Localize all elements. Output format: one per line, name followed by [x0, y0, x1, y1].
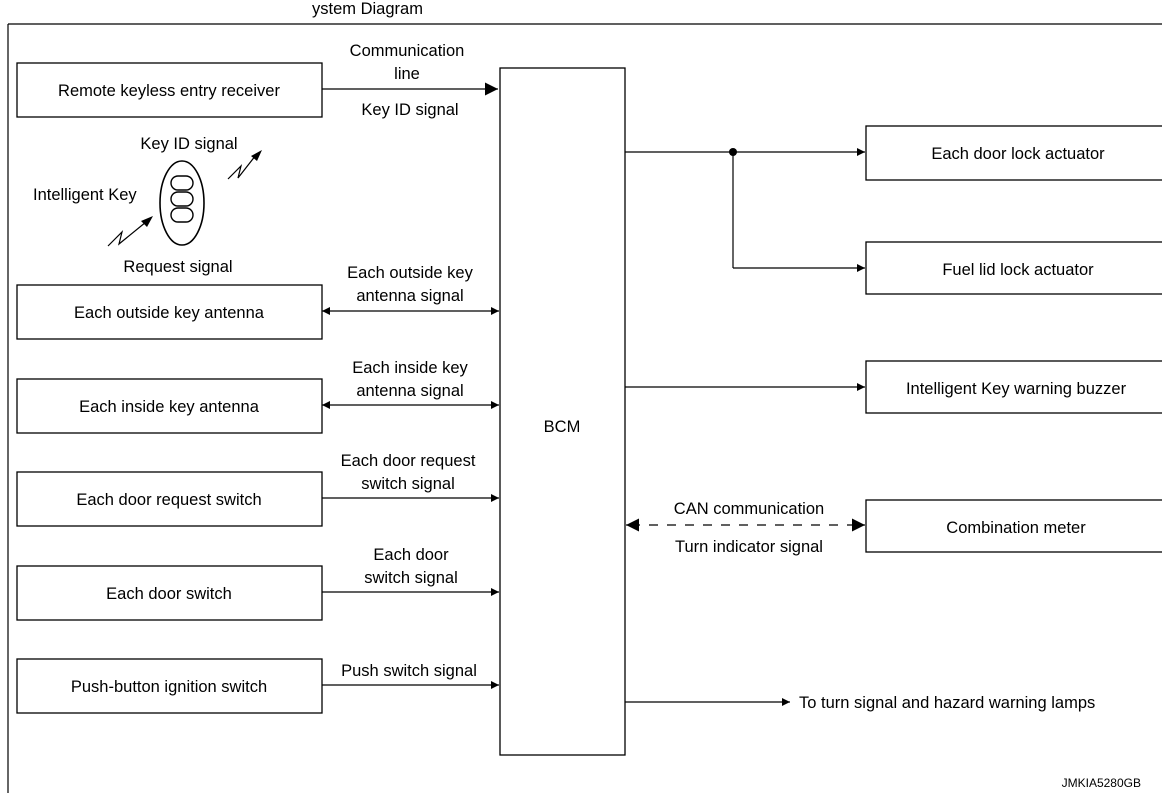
signal-label: Communication — [350, 42, 465, 60]
input-label: Each door request switch — [76, 491, 261, 509]
input-label: Remote keyless entry receiver — [58, 82, 280, 100]
signal-label: Each door — [373, 546, 449, 564]
connector-push-switch: Push switch signal — [322, 662, 499, 689]
output-label: Intelligent Key warning buzzer — [906, 380, 1127, 398]
connector-turn-signal-lamps: To turn signal and hazard warning lamps — [625, 694, 1095, 712]
bcm-label: BCM — [544, 418, 581, 436]
radio-wave-icon — [107, 216, 153, 247]
radio-wave-icon — [227, 150, 262, 180]
connector-door-and-fuel-lid — [625, 148, 865, 272]
signal-label: Push switch signal — [341, 662, 477, 680]
intelligent-key-illustration: Key ID signal Intelligent Key Request si… — [33, 135, 262, 276]
request-signal-label: Request signal — [123, 258, 232, 276]
input-label: Each outside key antenna — [74, 304, 265, 322]
input-door-request-switch: Each door request switch — [16, 471, 323, 527]
key-id-signal-label: Key ID signal — [140, 135, 237, 153]
input-door-switch: Each door switch — [16, 565, 323, 621]
input-outside-key-antenna: Each outside key antenna — [16, 284, 323, 340]
signal-label: Turn indicator signal — [675, 538, 823, 556]
diagram-title: ystem Diagram — [312, 0, 423, 18]
intelligent-key-label: Intelligent Key — [33, 186, 137, 204]
signal-label: Each outside key — [347, 264, 473, 282]
bcm-block: BCM — [499, 67, 626, 756]
connector-can-communication: CAN communication Turn indicator signal — [626, 500, 865, 556]
signal-label: Each inside key — [352, 359, 468, 377]
input-remote-keyless-receiver: Remote keyless entry receiver — [16, 62, 323, 118]
output-fuel-lid-lock-actuator: Fuel lid lock actuator — [865, 241, 1162, 295]
signal-label: Key ID signal — [361, 101, 458, 119]
output-combination-meter: Combination meter — [865, 499, 1162, 553]
signal-label: CAN communication — [674, 500, 824, 518]
input-label: Each door switch — [106, 585, 232, 603]
signal-label: To turn signal and hazard warning lamps — [799, 694, 1095, 712]
connector-outside-antenna: Each outside key antenna signal — [322, 264, 499, 315]
signal-label: switch signal — [361, 475, 455, 493]
signal-label: antenna signal — [356, 287, 463, 305]
signal-label: Each door request — [341, 452, 476, 470]
signal-label: line — [394, 65, 420, 83]
output-door-lock-actuator: Each door lock actuator — [865, 125, 1162, 181]
input-push-button-ignition: Push-button ignition switch — [16, 658, 323, 714]
signal-label: antenna signal — [356, 382, 463, 400]
input-label: Push-button ignition switch — [71, 678, 267, 696]
output-label: Each door lock actuator — [931, 145, 1105, 163]
output-warning-buzzer: Intelligent Key warning buzzer — [865, 360, 1162, 414]
output-label: Combination meter — [946, 519, 1086, 537]
output-label: Fuel lid lock actuator — [942, 261, 1094, 279]
connector-inside-antenna: Each inside key antenna signal — [322, 359, 499, 409]
input-label: Each inside key antenna — [79, 398, 260, 416]
figure-code: JMKIA5280GB — [1062, 776, 1141, 790]
input-inside-key-antenna: Each inside key antenna — [16, 378, 323, 434]
connector-door-request: Each door request switch signal — [322, 452, 499, 502]
page-frame — [7, 23, 1162, 793]
title-mask — [300, 0, 670, 23]
intelligent-key-fob-icon — [159, 160, 205, 246]
connector-door-switch: Each door switch signal — [322, 546, 499, 596]
signal-label: switch signal — [364, 569, 458, 587]
connector-communication-line: Communication line Key ID signal — [322, 42, 498, 119]
